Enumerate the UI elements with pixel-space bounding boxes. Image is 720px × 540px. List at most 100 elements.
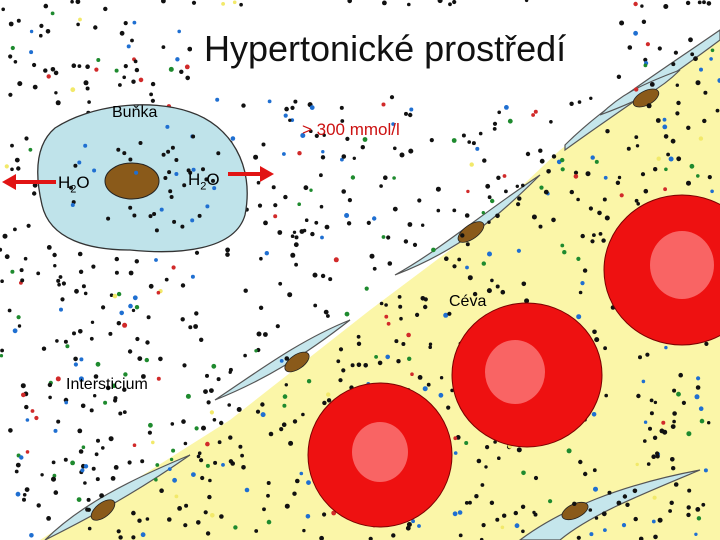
solute-dot — [211, 363, 217, 369]
solute-dot — [603, 346, 607, 351]
solute-dot — [694, 394, 700, 400]
solute-dot — [188, 325, 193, 330]
solute-dot — [322, 133, 326, 137]
solute-dot — [495, 284, 500, 289]
solute-dot — [17, 324, 22, 328]
solute-dot — [297, 151, 302, 156]
solute-dot — [7, 308, 12, 313]
solute-dot — [240, 453, 245, 458]
solute-dot — [405, 525, 411, 531]
solute-dot — [502, 174, 507, 178]
solute-dot — [668, 156, 674, 162]
solute-dot — [216, 377, 221, 382]
solute-dot — [116, 291, 122, 297]
solute-dot — [275, 324, 280, 329]
solute-dot — [182, 363, 187, 368]
solute-dot — [431, 247, 436, 253]
solute-dot — [443, 312, 449, 318]
solute-dot — [481, 523, 486, 528]
solute-dot — [362, 137, 368, 142]
solute-dot — [10, 143, 14, 148]
solute-dot — [161, 0, 166, 4]
solute-dot — [404, 111, 408, 116]
solute-dot — [91, 264, 96, 269]
solute-dot — [177, 506, 183, 511]
solute-dot — [171, 448, 176, 453]
solute-dot — [131, 510, 136, 516]
solute-dot — [604, 215, 610, 221]
solute-dot — [78, 329, 83, 334]
solute-dot — [170, 422, 175, 426]
solute-dot — [403, 239, 409, 244]
solute-dot — [340, 157, 344, 162]
solute-dot — [284, 383, 288, 387]
solute-dot — [177, 29, 181, 34]
cell-solute-dot — [216, 151, 221, 156]
solute-dot — [208, 478, 212, 483]
solute-dot — [634, 135, 639, 140]
solute-dot — [199, 458, 204, 463]
solute-dot — [363, 363, 369, 368]
solute-dot — [437, 0, 443, 4]
solute-dot — [257, 203, 263, 208]
solute-dot — [666, 152, 670, 157]
cell-solute-dot — [190, 218, 195, 223]
solute-dot — [145, 340, 150, 345]
solute-dot — [685, 0, 691, 6]
solute-dot — [381, 235, 386, 239]
solute-dot — [288, 440, 294, 446]
solute-dot — [338, 378, 343, 383]
solute-dot — [617, 175, 622, 180]
solute-dot — [103, 400, 108, 405]
solute-dot — [140, 459, 145, 464]
solute-dot — [309, 129, 313, 133]
solute-dot — [533, 475, 539, 481]
solute-dot — [394, 339, 399, 344]
cell-solutes — [69, 124, 221, 233]
solute-dot — [516, 248, 522, 253]
solute-dot — [497, 456, 501, 461]
solute-dot — [466, 189, 470, 194]
solute-dot — [634, 87, 639, 92]
solute-dot — [392, 206, 398, 212]
solute-dot — [379, 184, 383, 188]
solute-dot — [406, 522, 412, 527]
solute-dot — [227, 403, 231, 407]
solute-dot — [539, 185, 544, 190]
solute-dot — [465, 242, 470, 247]
solute-dot — [451, 138, 457, 143]
solute-dot — [150, 81, 156, 87]
solute-dot — [46, 74, 51, 79]
solute-dot — [185, 75, 190, 81]
solute-dot — [467, 140, 472, 144]
solute-dot — [577, 100, 582, 104]
solute-dot — [521, 281, 527, 287]
solute-dot — [326, 392, 331, 397]
solute-dot — [8, 92, 13, 97]
solute-dot — [55, 339, 59, 343]
solute-dot — [205, 531, 211, 536]
solute-dot — [516, 202, 521, 207]
solute-dot — [479, 537, 484, 540]
solute-dot — [241, 103, 246, 108]
solute-dot — [123, 21, 128, 26]
solute-dot — [151, 440, 155, 445]
solute-dot — [78, 376, 84, 382]
solute-dot — [521, 183, 525, 188]
solute-dot — [603, 528, 607, 532]
solute-dot — [472, 291, 478, 297]
solute-dot — [408, 112, 413, 118]
water-label-right: H2O — [188, 170, 220, 193]
solute-dot — [45, 29, 51, 34]
solute-dot — [10, 269, 15, 274]
solute-dot — [391, 122, 395, 126]
solute-dot — [132, 295, 138, 301]
solute-dot — [573, 170, 579, 175]
solute-dot — [387, 261, 393, 266]
solute-dot — [294, 262, 298, 267]
solute-dot — [524, 0, 529, 3]
solute-dot — [439, 376, 444, 380]
solute-dot — [709, 57, 713, 61]
solute-dot — [686, 512, 691, 518]
solute-dot — [428, 342, 433, 346]
